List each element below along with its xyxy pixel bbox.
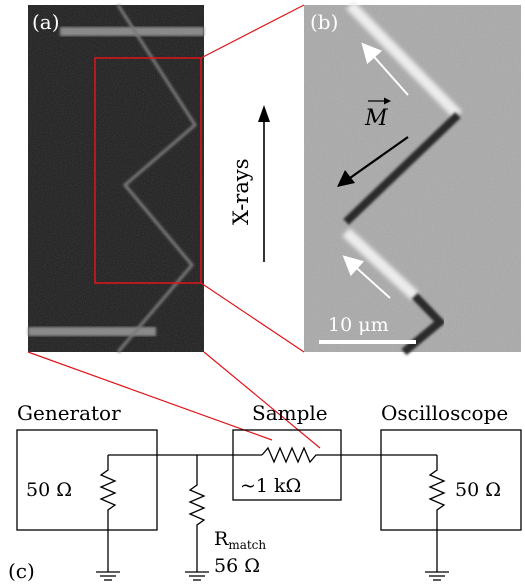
domain-dark-1 <box>343 112 461 225</box>
match-resistor-label: Rmatch <box>214 528 266 552</box>
sample-title: Sample <box>252 401 328 425</box>
zoom-line-top <box>200 4 305 59</box>
magnetization-label: M <box>364 97 391 131</box>
ground-icon <box>96 571 120 581</box>
oscilloscope-title: Oscilloscope <box>381 401 508 425</box>
domain-bright-1 <box>346 1 462 119</box>
zigzag-wire <box>116 4 197 353</box>
generator-resistor <box>99 455 117 522</box>
generator-box <box>16 429 158 531</box>
scale-bar-label: 10 μm <box>328 314 389 336</box>
generator-resistance: 50 Ω <box>26 479 72 501</box>
sample-link-line-left <box>27 351 273 441</box>
circuit <box>16 429 522 581</box>
sample-box <box>232 429 342 501</box>
match-resistor <box>188 455 206 572</box>
xrays-label: X-rays <box>229 159 253 226</box>
contact-bar-bottom <box>28 327 156 336</box>
magnetization-arrow-3 <box>342 255 391 299</box>
ground-icon <box>185 571 209 581</box>
sample-link-line-right <box>203 351 321 449</box>
svg-text:M: M <box>364 106 388 131</box>
domain-bright-2 <box>342 227 419 301</box>
ground-icon <box>425 571 449 581</box>
vector-arrow-icon <box>384 97 391 105</box>
match-resistor-value: 56 Ω <box>214 555 260 577</box>
xrays-arrow-icon <box>258 105 270 122</box>
magnetization-arrow-1 <box>361 42 409 96</box>
contact-bar-top <box>60 27 204 36</box>
oscilloscope-resistor <box>428 455 446 522</box>
sample-resistance: ~1 kΩ <box>240 475 301 497</box>
panel-a-label: (a) <box>32 10 60 34</box>
oscilloscope-resistance: 50 Ω <box>455 479 501 501</box>
sample-resistor <box>261 446 437 464</box>
zoom-line-bottom <box>200 282 305 353</box>
generator-title: Generator <box>17 401 121 425</box>
panel-b: M 10 μm (b) <box>304 1 521 356</box>
panel-b-label: (b) <box>310 10 338 34</box>
xrays-indicator: X-rays <box>229 105 270 262</box>
magnetization-arrow-2 <box>337 136 409 187</box>
zoom-box <box>94 57 202 284</box>
panel-c-label: (c) <box>8 559 35 583</box>
scale-bar <box>319 340 416 344</box>
oscilloscope-box <box>380 429 522 531</box>
panel-a: (a) <box>28 4 204 353</box>
